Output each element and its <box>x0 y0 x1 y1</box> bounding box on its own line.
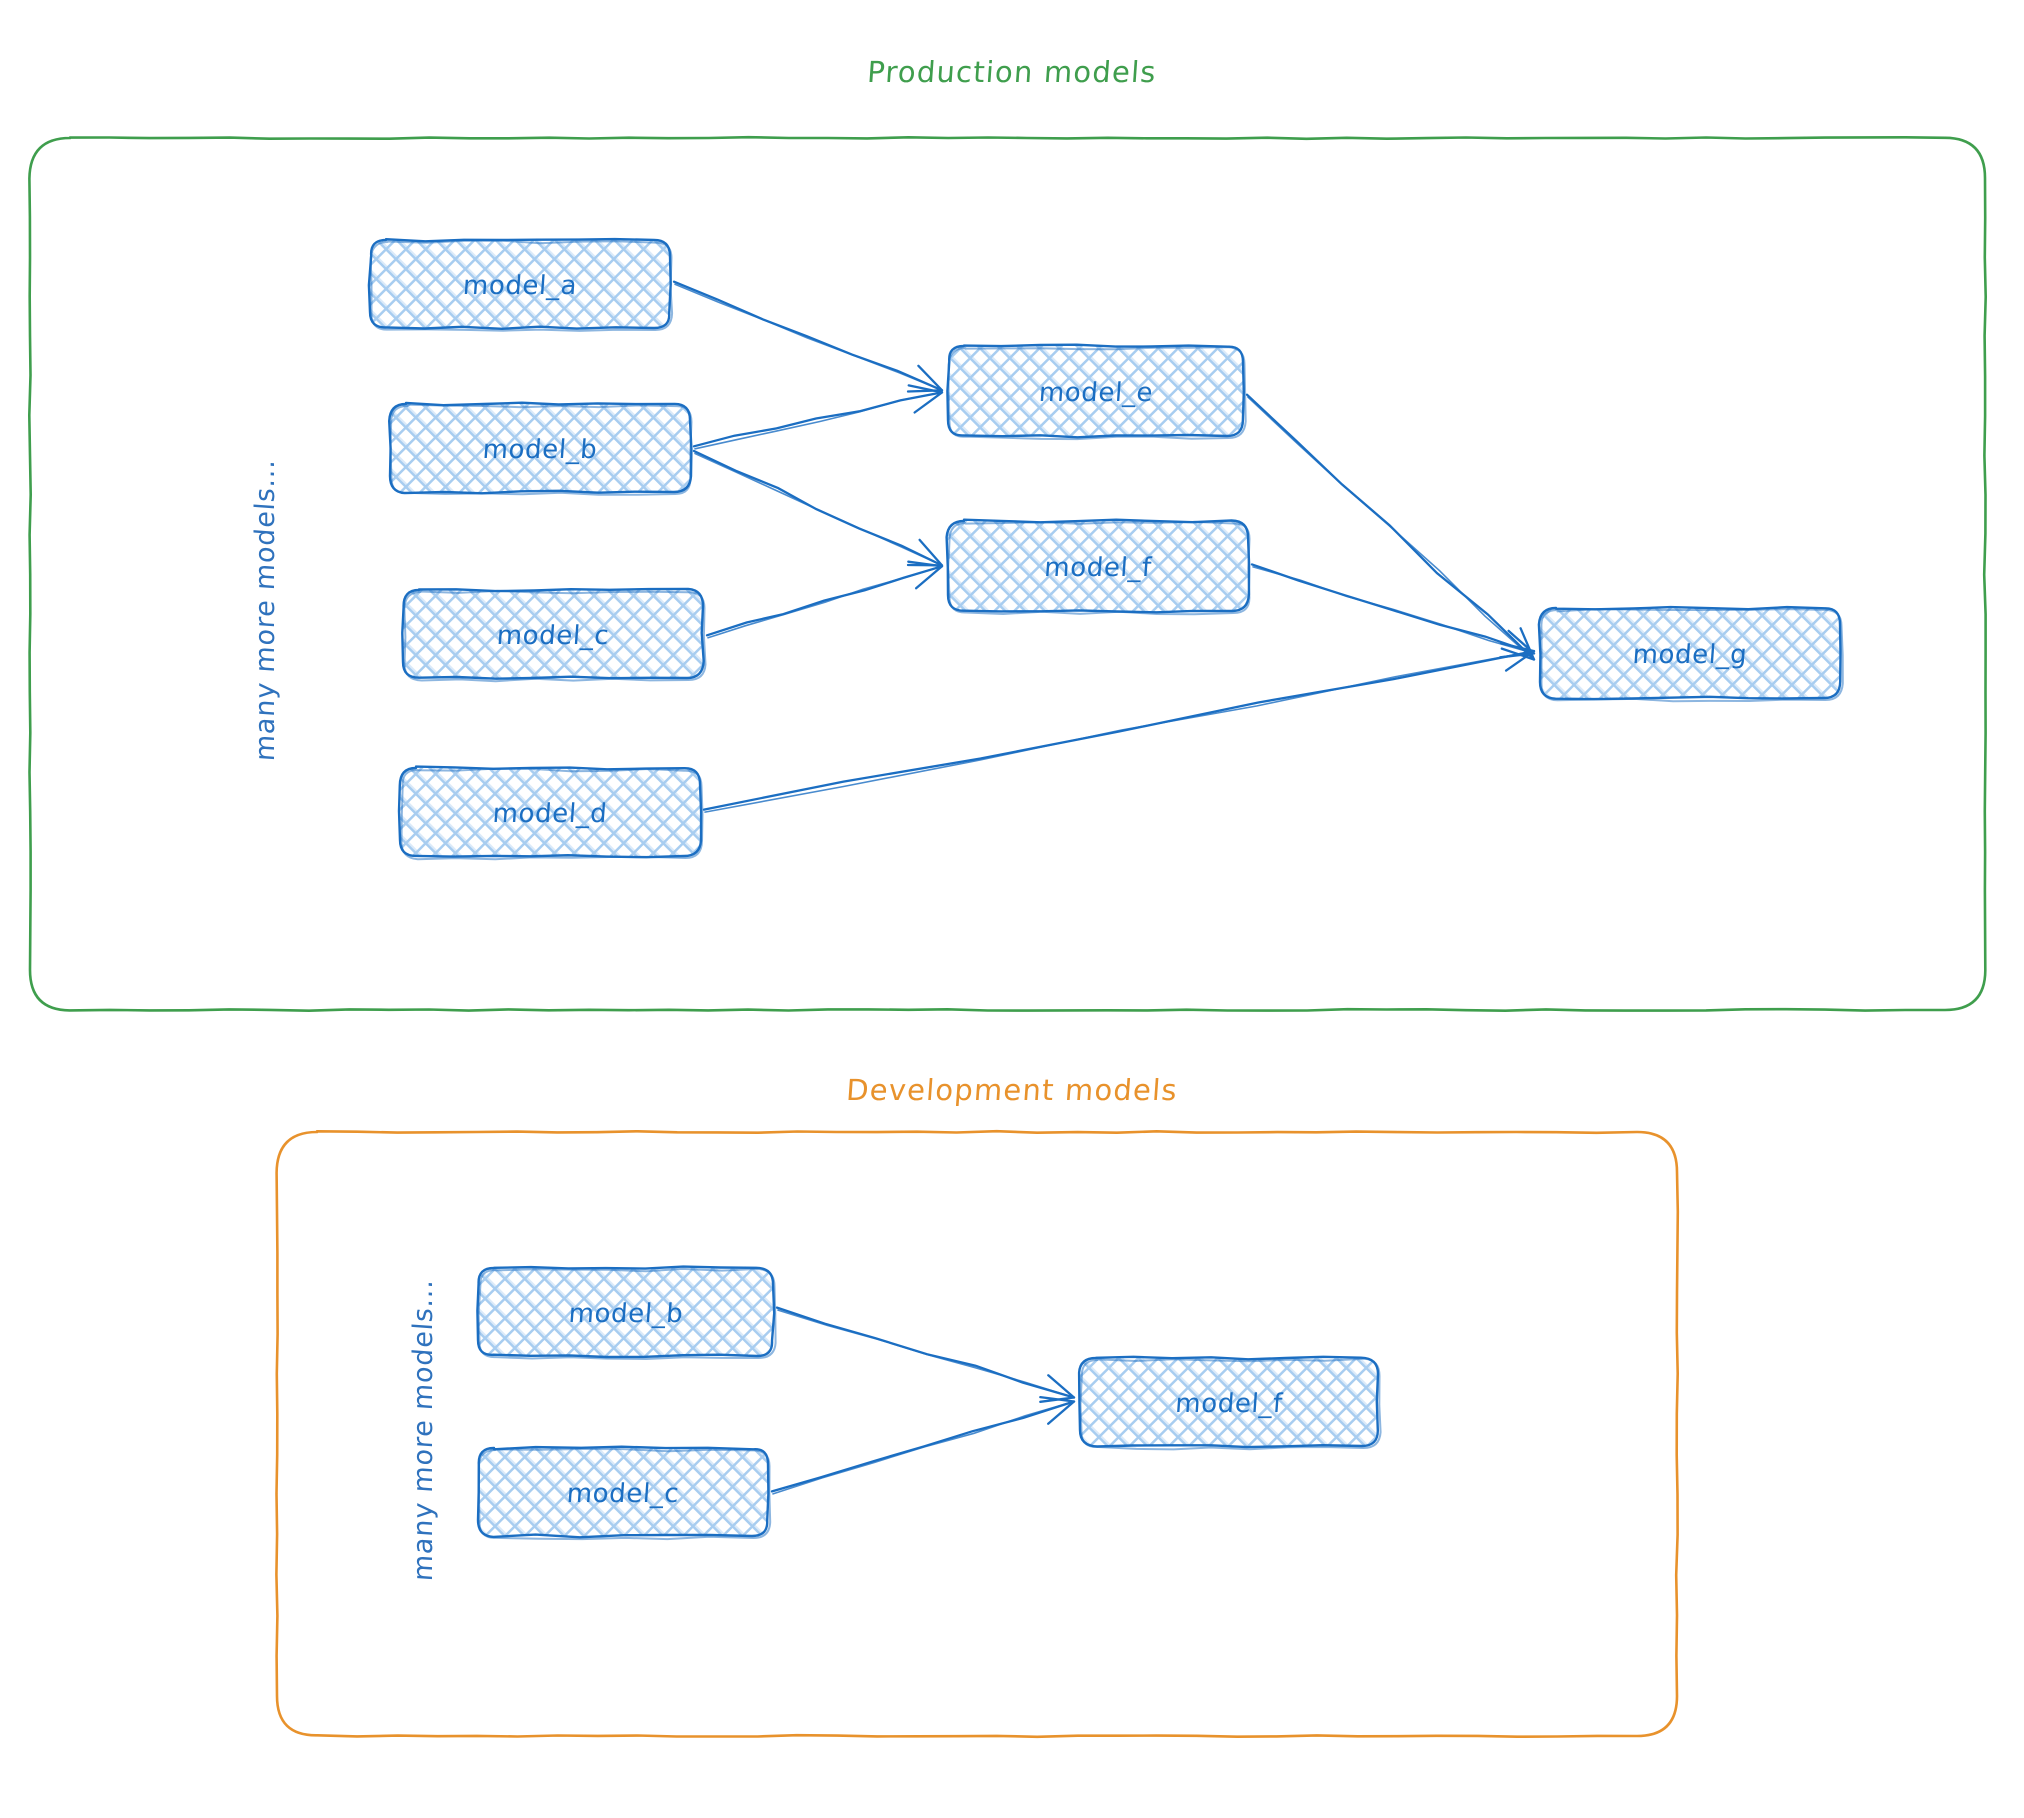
edge-model_d-to-model_g-head <box>1499 642 1536 672</box>
edge-model_d-to-model_g-pass2 <box>704 650 1535 813</box>
edge-model_b-to-model_f-pass2 <box>694 452 943 567</box>
edge-arrows <box>672 280 1536 1495</box>
edge-dev_model_b-to-dev_model_f-head <box>1039 1374 1076 1403</box>
section-frames <box>27 135 1988 1739</box>
node-outline-dev_model_f <box>1077 1355 1380 1449</box>
node-fill-cross-model_e <box>947 344 1244 438</box>
node-fill-cross-model_b <box>389 402 692 494</box>
node-model_d[interactable] <box>400 768 700 856</box>
node-outline-model_g <box>1537 605 1842 701</box>
edge-model_b-to-model_e-head <box>907 384 944 414</box>
edge-model_a-to-model_e-head <box>906 364 944 393</box>
edge-model_b-to-model_e <box>692 391 944 448</box>
node-dev_model_b[interactable] <box>478 1268 773 1356</box>
node-model_e[interactable] <box>948 346 1243 436</box>
node-outline-model_f <box>945 518 1251 614</box>
node-fill-cross-model_c <box>402 588 704 679</box>
node-fill-cross-model_g <box>1538 607 1841 700</box>
edge-dev_model_b-to-dev_model_f-pass2 <box>777 1309 1075 1399</box>
node-outline-dev_model_c <box>476 1445 770 1539</box>
node-fill-cross-dev_model_f <box>1079 1356 1378 1448</box>
node-fill-cross-model_f <box>946 519 1250 613</box>
node-fill-cross-dev_model_b <box>477 1266 775 1357</box>
model-nodes <box>367 237 1844 1541</box>
node-model_f[interactable] <box>948 521 1248 611</box>
node-fill-cross-dev_model_c <box>478 1446 769 1538</box>
node-model_b[interactable] <box>390 404 690 492</box>
node-dev_model_f[interactable] <box>1080 1358 1378 1446</box>
section-frame-production <box>27 135 1988 1013</box>
node-outline-model_c <box>401 587 705 680</box>
edge-model_b-to-model_e-pass2 <box>694 391 943 450</box>
node-outline-shadow-model_f <box>947 520 1251 616</box>
edge-model_c-to-model_f-head <box>907 560 944 590</box>
node-dev_model_c[interactable] <box>478 1448 768 1536</box>
section-frame-development <box>275 1129 1680 1739</box>
edge-model_e-to-model_g-head <box>1500 627 1536 661</box>
node-outline-model_b <box>387 401 693 495</box>
node-fill-cross-model_a <box>368 239 671 329</box>
edge-dev_model_c-to-dev_model_f-pass2 <box>772 1400 1075 1495</box>
development-section-title: Development models <box>845 1073 1179 1107</box>
edge-model_a-to-model_e <box>672 280 944 392</box>
node-outline-model_e <box>946 343 1246 439</box>
edge-model_f-to-model_g <box>1250 563 1536 655</box>
node-fill-cross-model_d <box>399 766 702 858</box>
node-model_a[interactable] <box>370 240 670 328</box>
edge-dev_model_c-to-dev_model_f-head <box>1039 1395 1076 1425</box>
node-outline-dev_model_b <box>476 1265 776 1359</box>
node-model_c[interactable] <box>403 590 703 678</box>
edge-model_f-to-model_g-pass2 <box>1252 566 1535 655</box>
edge-model_d-to-model_g <box>702 649 1536 811</box>
edge-model_e-to-model_g-pass2 <box>1247 396 1535 661</box>
node-model_g[interactable] <box>1540 608 1840 698</box>
node-outline-shadow-model_b <box>389 403 693 496</box>
edge-model_a-to-model_e-pass2 <box>674 283 943 392</box>
edge-model_c-to-model_f-pass2 <box>707 565 943 639</box>
node-outline-model_d <box>397 765 703 859</box>
node-outline-model_a <box>367 237 672 331</box>
production-section-title: Production models <box>866 55 1158 89</box>
node-outline-shadow-model_d <box>400 767 704 861</box>
node-outline-shadow-model_g <box>1540 607 1844 703</box>
